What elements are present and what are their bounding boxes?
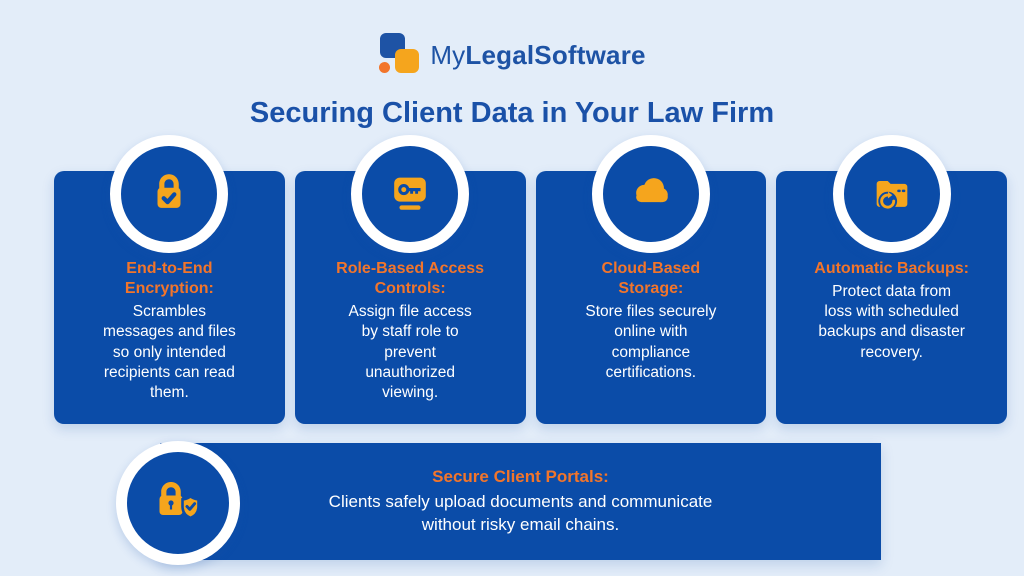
header: MyLegalSoftware — [0, 33, 1024, 77]
card-heading: Automatic Backups: — [814, 260, 969, 277]
card-body: Scrambles messages and files so only int… — [103, 303, 236, 401]
lock-check-icon — [146, 169, 192, 220]
banner-body: Clients safely upload documents and comm… — [328, 492, 713, 534]
card-text: End-to-End Encryption: Scrambles message… — [54, 259, 285, 403]
card-body: Assign file access by staff role to prev… — [348, 303, 472, 401]
backup-restore-icon — [869, 169, 915, 220]
logo-wordmark: MyLegalSoftware — [430, 40, 645, 71]
secure-client-portals-banner: Secure Client Portals: Clients safely up… — [160, 443, 881, 560]
logo-text-prefix: My — [430, 39, 466, 70]
feature-cards-row: End-to-End Encryption: Scrambles message… — [54, 135, 1007, 424]
card-badge — [591, 135, 710, 253]
card-body: Protect data from loss with scheduled ba… — [818, 283, 965, 361]
card-end-to-end-encryption: End-to-End Encryption: Scrambles message… — [54, 135, 285, 424]
card-text: Automatic Backups: Protect data from los… — [776, 259, 1007, 363]
card-heading: Cloud-Based Storage: — [601, 260, 701, 298]
card-heading: End-to-End Encryption: — [124, 260, 214, 298]
logo-orange-dot — [379, 62, 391, 73]
card-badge — [351, 135, 470, 253]
key-access-icon — [387, 169, 433, 220]
banner-badge — [116, 441, 240, 565]
card-body: Store files securely online with complia… — [585, 303, 717, 381]
page-title: Securing Client Data in Your Law Firm — [249, 97, 775, 129]
card-heading: Role-Based Access Controls: — [336, 260, 485, 298]
card-badge — [832, 135, 951, 253]
logo-yellow-square — [395, 49, 420, 73]
logo-text-suffix: LegalSoftware — [465, 39, 646, 70]
mylegalsoftware-logo-icon — [378, 33, 420, 77]
lock-shield-icon — [152, 475, 204, 532]
card-cloud-storage: Cloud-Based Storage: Store files securel… — [535, 135, 767, 424]
card-text: Cloud-Based Storage: Store files securel… — [536, 259, 767, 383]
card-badge — [110, 135, 229, 253]
banner-heading: Secure Client Portals: — [432, 467, 609, 487]
card-role-based-access: Role-Based Access Controls: Assign file … — [294, 135, 526, 424]
card-text: Role-Based Access Controls: Assign file … — [295, 259, 526, 403]
cloud-icon — [628, 169, 674, 220]
card-automatic-backups: Automatic Backups: Protect data from los… — [776, 135, 1007, 424]
